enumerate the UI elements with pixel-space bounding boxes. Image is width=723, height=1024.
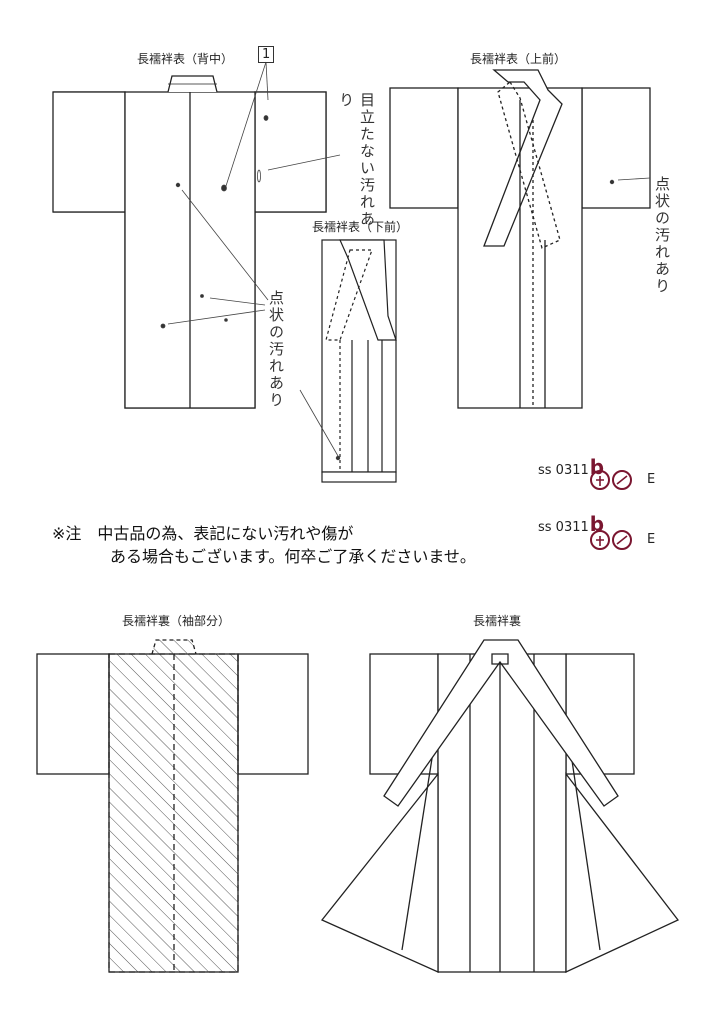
product-code-1-number: ss 0311 [538,463,589,478]
sleeve-lining-label: 長襦袢裏（袖部分） [122,614,231,628]
upper-front-drawing [389,69,651,409]
product-code-2-number: ss 0311 [538,520,589,535]
upper-front-label: 長襦袢表（上前） [470,52,567,66]
lower-front-drawing [321,239,397,483]
back-stain-note-inconspicuous: 目立たない汚れあり [337,92,376,228]
back-stain-note-spots: 点状の汚れあり [267,290,285,409]
front-stain-note-spots: 点状の汚れあり [653,176,671,295]
stamp-top [590,470,632,490]
upper-front-stain [609,177,651,185]
product-grade-1: E [647,472,656,487]
product-grade-2: E [647,532,656,547]
sleeve-lining-drawing [36,639,309,973]
back-view-label: 長襦袢表（背中） [137,52,234,66]
lower-front-stain [299,389,341,461]
lower-front-label: 長襦袢表（下前） [312,220,409,234]
product-code-2-suffix: b [589,512,605,536]
notice-line-2: ある場合もございます。何卒ご了承くださいませ。 [110,547,476,566]
product-code-1: ss 0311b [538,455,604,479]
product-code-1-suffix: b [589,455,605,479]
notice-line-1: ※注 中古品の為、表記にない汚れや傷が [52,524,354,543]
lining-label: 長襦袢裏 [473,614,522,628]
lining-drawing [320,639,680,974]
back-marker-number: 1 [258,46,275,63]
stamps [590,470,632,550]
product-code-2: ss 0311b [538,512,604,536]
stamp-bottom [590,530,632,550]
back-stain-marks [160,61,341,329]
